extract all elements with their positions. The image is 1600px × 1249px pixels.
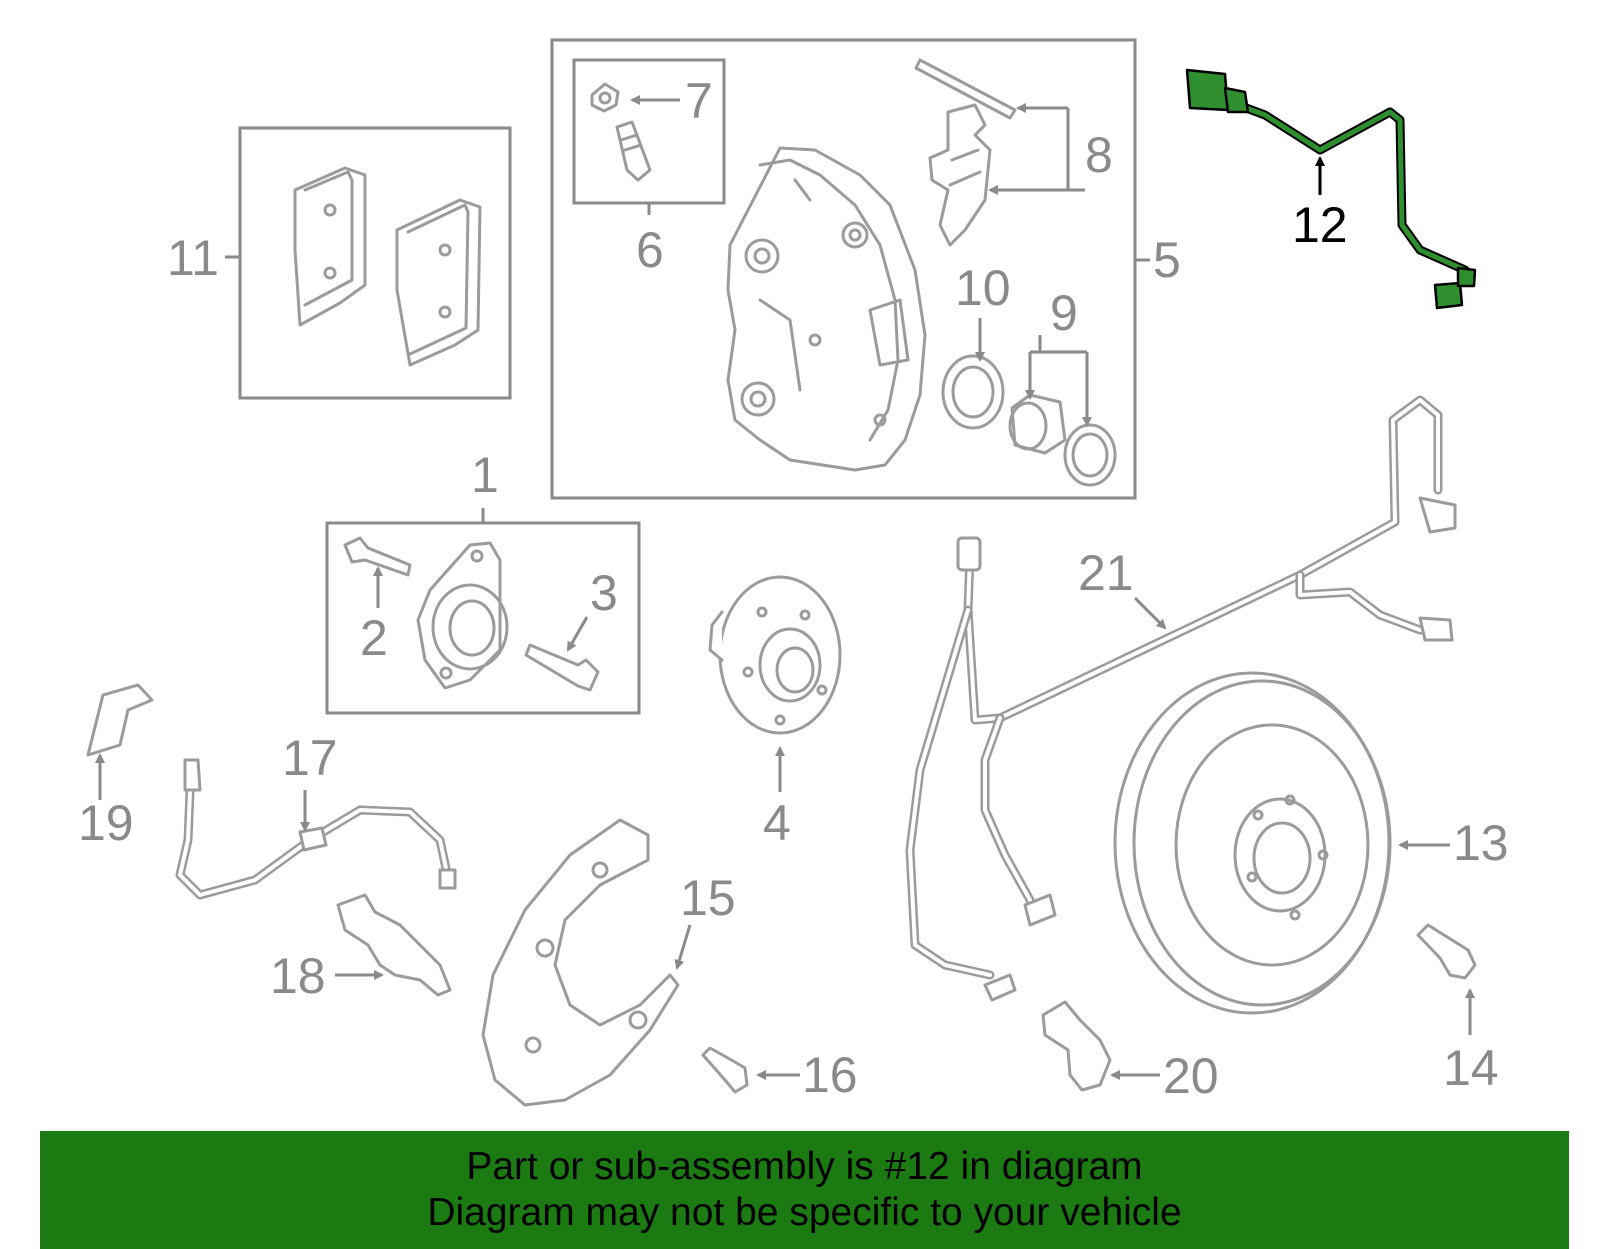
callout-7: 7 xyxy=(685,73,713,129)
brake-pads xyxy=(293,166,482,367)
brake-hose xyxy=(175,758,457,900)
callout-18: 18 xyxy=(270,948,326,1004)
shield-bolt xyxy=(701,1046,749,1094)
callout-5: 5 xyxy=(1153,232,1181,288)
caliper xyxy=(726,146,927,472)
hose-clip xyxy=(86,683,154,757)
hose-bracket xyxy=(336,893,452,997)
callout-12: 12 xyxy=(1292,197,1348,253)
callout-17: 17 xyxy=(282,730,338,786)
callout-6: 6 xyxy=(636,222,664,278)
callout-2: 2 xyxy=(360,610,388,666)
callout-4: 4 xyxy=(763,795,791,851)
splash-shield xyxy=(481,818,680,1107)
callout-8: 8 xyxy=(1085,127,1113,183)
brake-rotor xyxy=(1113,671,1392,1015)
parts-diagram: 1 2 3 4 5 6 7 8 9 10 11 12 13 14 15 16 1… xyxy=(78,38,1509,1107)
caliper-group-box xyxy=(550,38,1137,500)
callout-21: 21 xyxy=(1078,545,1134,601)
notice-line-1: Part or sub-assembly is #12 in diagram xyxy=(466,1145,1143,1188)
sensor-harness xyxy=(905,395,1457,1002)
speed-sensor xyxy=(1041,1000,1112,1092)
callout-14: 14 xyxy=(1443,1040,1499,1096)
callout-1: 1 xyxy=(471,447,499,503)
caliper-carrier xyxy=(343,536,600,692)
wheel-hub xyxy=(708,575,842,735)
callout-15: 15 xyxy=(680,870,736,926)
callout-11: 11 xyxy=(167,230,219,286)
leader-lines xyxy=(95,95,1475,1080)
highlighted-part-12 xyxy=(1185,68,1477,310)
callout-13: 13 xyxy=(1453,815,1509,871)
callout-9: 9 xyxy=(1050,285,1078,341)
callout-3: 3 xyxy=(590,565,618,621)
notice-banner: Part or sub-assembly is #12 in diagram D… xyxy=(40,1131,1569,1249)
callout-19: 19 xyxy=(78,795,134,851)
callout-20: 20 xyxy=(1163,1048,1219,1104)
brake-pads-group-box xyxy=(238,126,512,400)
notice-line-2: Diagram may not be specific to your vehi… xyxy=(427,1191,1182,1234)
pin-kit xyxy=(914,58,1017,247)
callout-16: 16 xyxy=(802,1047,858,1103)
rotor-screw xyxy=(1416,923,1477,980)
bleeder-parts xyxy=(590,82,652,182)
callout-labels: 1 2 3 4 5 6 7 8 9 10 11 12 13 14 15 16 1… xyxy=(78,73,1509,1104)
callout-10: 10 xyxy=(955,260,1011,316)
